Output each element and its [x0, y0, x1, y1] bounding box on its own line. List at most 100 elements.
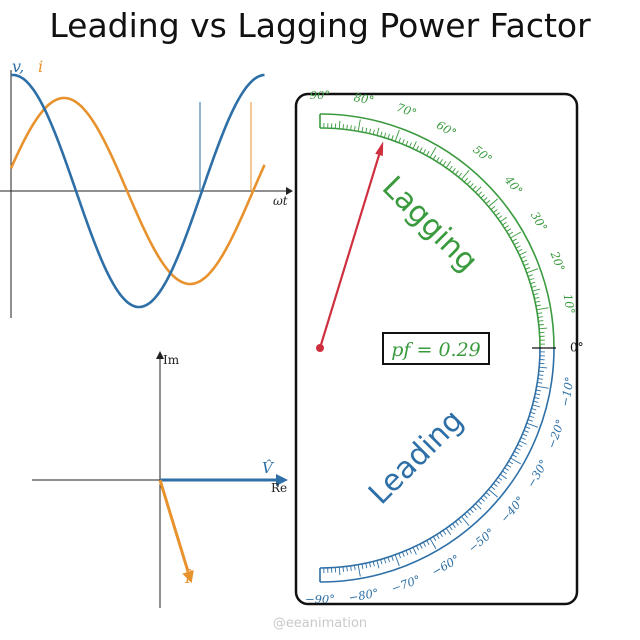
scale-tick	[445, 527, 452, 536]
scale-tick	[526, 422, 539, 428]
scale-tick	[448, 525, 453, 531]
scale-tick	[409, 548, 412, 554]
scale-tick	[350, 565, 352, 571]
scale-tick	[342, 566, 344, 572]
scale-tick	[383, 558, 387, 564]
re-label: Re	[271, 481, 287, 495]
scale-tick	[387, 557, 390, 563]
scale-tick	[513, 241, 519, 246]
scale-tick	[426, 150, 430, 156]
scale-tick	[415, 545, 420, 551]
scale-tick	[512, 454, 518, 458]
scale-tick	[497, 476, 503, 481]
lead-scale-label: −90°	[305, 592, 335, 606]
scale-tick	[536, 385, 549, 389]
scale-tick	[539, 327, 548, 330]
scale-tick	[510, 231, 522, 239]
current-wave	[9, 96, 266, 286]
scale-tick	[538, 320, 544, 322]
scale-tick	[461, 170, 470, 180]
scale-tick	[504, 225, 509, 229]
scale-tick	[436, 156, 440, 162]
pf-meter: 90°80°70°60°50°40°30°20°10°−10°−20°−30°−…	[294, 88, 584, 606]
scale-tick	[527, 274, 533, 277]
scale-tick	[493, 209, 498, 213]
scale-tick	[520, 256, 526, 259]
scale-tick	[499, 216, 508, 223]
scale-tick	[485, 491, 491, 496]
scale-tick	[338, 567, 341, 576]
lag-scale-label: 20°	[547, 249, 567, 274]
meter-needle	[318, 154, 381, 349]
scale-tick	[533, 400, 539, 403]
scale-tick	[422, 541, 427, 547]
scale-tick	[458, 172, 462, 178]
scale-tick	[439, 159, 443, 164]
scale-tick	[365, 563, 368, 569]
scale-tick	[495, 480, 500, 484]
scale-tick	[380, 131, 383, 137]
scale-tick	[401, 551, 405, 557]
scale-tick	[532, 404, 541, 408]
scale-tick	[485, 200, 491, 205]
scale-tick	[522, 433, 528, 437]
lag-scale-label: 80°	[353, 90, 376, 107]
scale-tick	[346, 566, 348, 572]
scale-tick	[525, 266, 531, 270]
scale-tick	[387, 133, 390, 139]
scale-tick	[342, 124, 344, 130]
scale-tick	[490, 206, 496, 210]
current-phasor-head	[182, 570, 194, 584]
scale-tick	[538, 324, 544, 326]
phasor-diagram: Im Re V̂ Î	[32, 351, 288, 608]
scale-tick	[534, 397, 540, 400]
scale-tick	[531, 408, 537, 411]
current-axis-label: i	[38, 57, 43, 76]
scale-tick	[463, 513, 468, 519]
scale-tick	[365, 127, 368, 133]
scale-tick	[530, 281, 536, 285]
scale-tick	[488, 489, 498, 498]
voltage-phasor-label: V̂	[262, 459, 275, 477]
scale-tick	[442, 530, 447, 535]
pf-readout: pf = 0.29	[391, 339, 481, 361]
lag-scale-label: 70°	[395, 100, 419, 120]
scale-tick	[361, 563, 364, 569]
voltage-phasor-head	[276, 474, 288, 486]
scale-tick	[461, 516, 470, 526]
scale-tick	[488, 198, 498, 207]
scale-tick	[477, 191, 483, 196]
scale-tick	[458, 518, 462, 524]
scale-tick	[519, 440, 527, 445]
scale-tick	[538, 374, 544, 376]
watermark: @eeanimation	[272, 616, 368, 631]
lead-scale-label: −80°	[348, 586, 380, 605]
scale-tick	[455, 521, 459, 526]
scale-tick	[338, 120, 341, 129]
lead-scale-inner-arc	[319, 347, 541, 569]
scale-tick	[522, 259, 528, 263]
scale-tick	[530, 411, 536, 415]
scale-tick	[376, 127, 380, 136]
scale-tick	[391, 555, 394, 561]
voltage-axis-label: v,	[12, 57, 24, 76]
scale-tick	[361, 127, 364, 133]
needle-pivot	[316, 344, 324, 352]
lag-scale-inner-arc	[319, 127, 541, 349]
scale-tick	[512, 238, 518, 242]
scale-tick	[369, 128, 372, 134]
scale-tick	[526, 268, 539, 274]
scale-tick	[432, 154, 437, 160]
scale-tick	[527, 419, 533, 422]
scale-tick	[455, 170, 459, 175]
scale-tick	[394, 554, 400, 567]
scale-tick	[357, 564, 361, 577]
scale-tick	[401, 139, 405, 145]
scale-tick	[469, 508, 474, 513]
scale-tick	[472, 505, 477, 511]
scale-tick	[535, 304, 541, 307]
scale-tick	[537, 316, 543, 318]
scale-tick	[369, 562, 372, 568]
scale-tick	[529, 278, 535, 281]
scale-tick	[477, 500, 483, 505]
